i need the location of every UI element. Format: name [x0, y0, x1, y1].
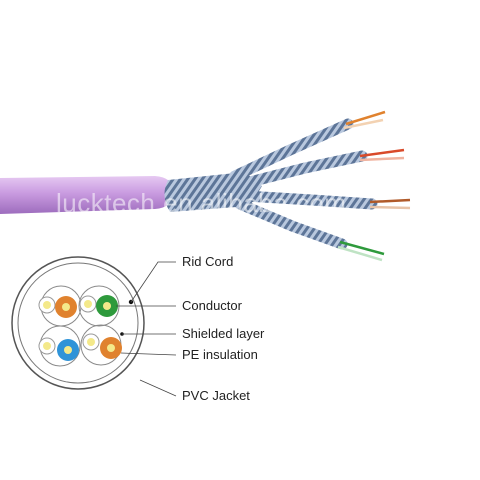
label-conductor: Conductor: [182, 298, 243, 313]
label-pe-insulation: PE insulation: [182, 347, 258, 362]
leader-lines: [116, 261, 177, 397]
shielded-pair-lower: [239, 190, 411, 210]
shielded-pair-top: [229, 110, 386, 182]
pair-orange: [38, 285, 82, 327]
pair-green: [78, 285, 120, 327]
watermark-text: lucktech.en.alibaba.com: [56, 188, 346, 218]
labels: Rid Cord Conductor Shielded layer PE ins…: [182, 254, 265, 403]
label-pvc-jacket: PVC Jacket: [182, 388, 250, 403]
shielded-pair-upper: [236, 148, 405, 190]
cable-illustration: lucktech.en.alibaba.com: [0, 110, 411, 262]
inner-jacket-ring: [17, 262, 139, 384]
shielded-pair-bottom: [234, 198, 385, 262]
label-shielded-layer: Shielded layer: [182, 326, 265, 341]
leader-pvc-jacket: [139, 379, 177, 397]
outer-jacket-ring: [11, 256, 145, 390]
pvc-jacket-body: [0, 176, 176, 214]
leader-rid-cord: [130, 261, 176, 303]
leader-pe-insulation: [120, 352, 177, 356]
pair-brown: [80, 324, 122, 366]
cross-section: [11, 256, 145, 390]
label-rid-cord: Rid Cord: [182, 254, 233, 269]
pair-blue: [38, 325, 81, 367]
